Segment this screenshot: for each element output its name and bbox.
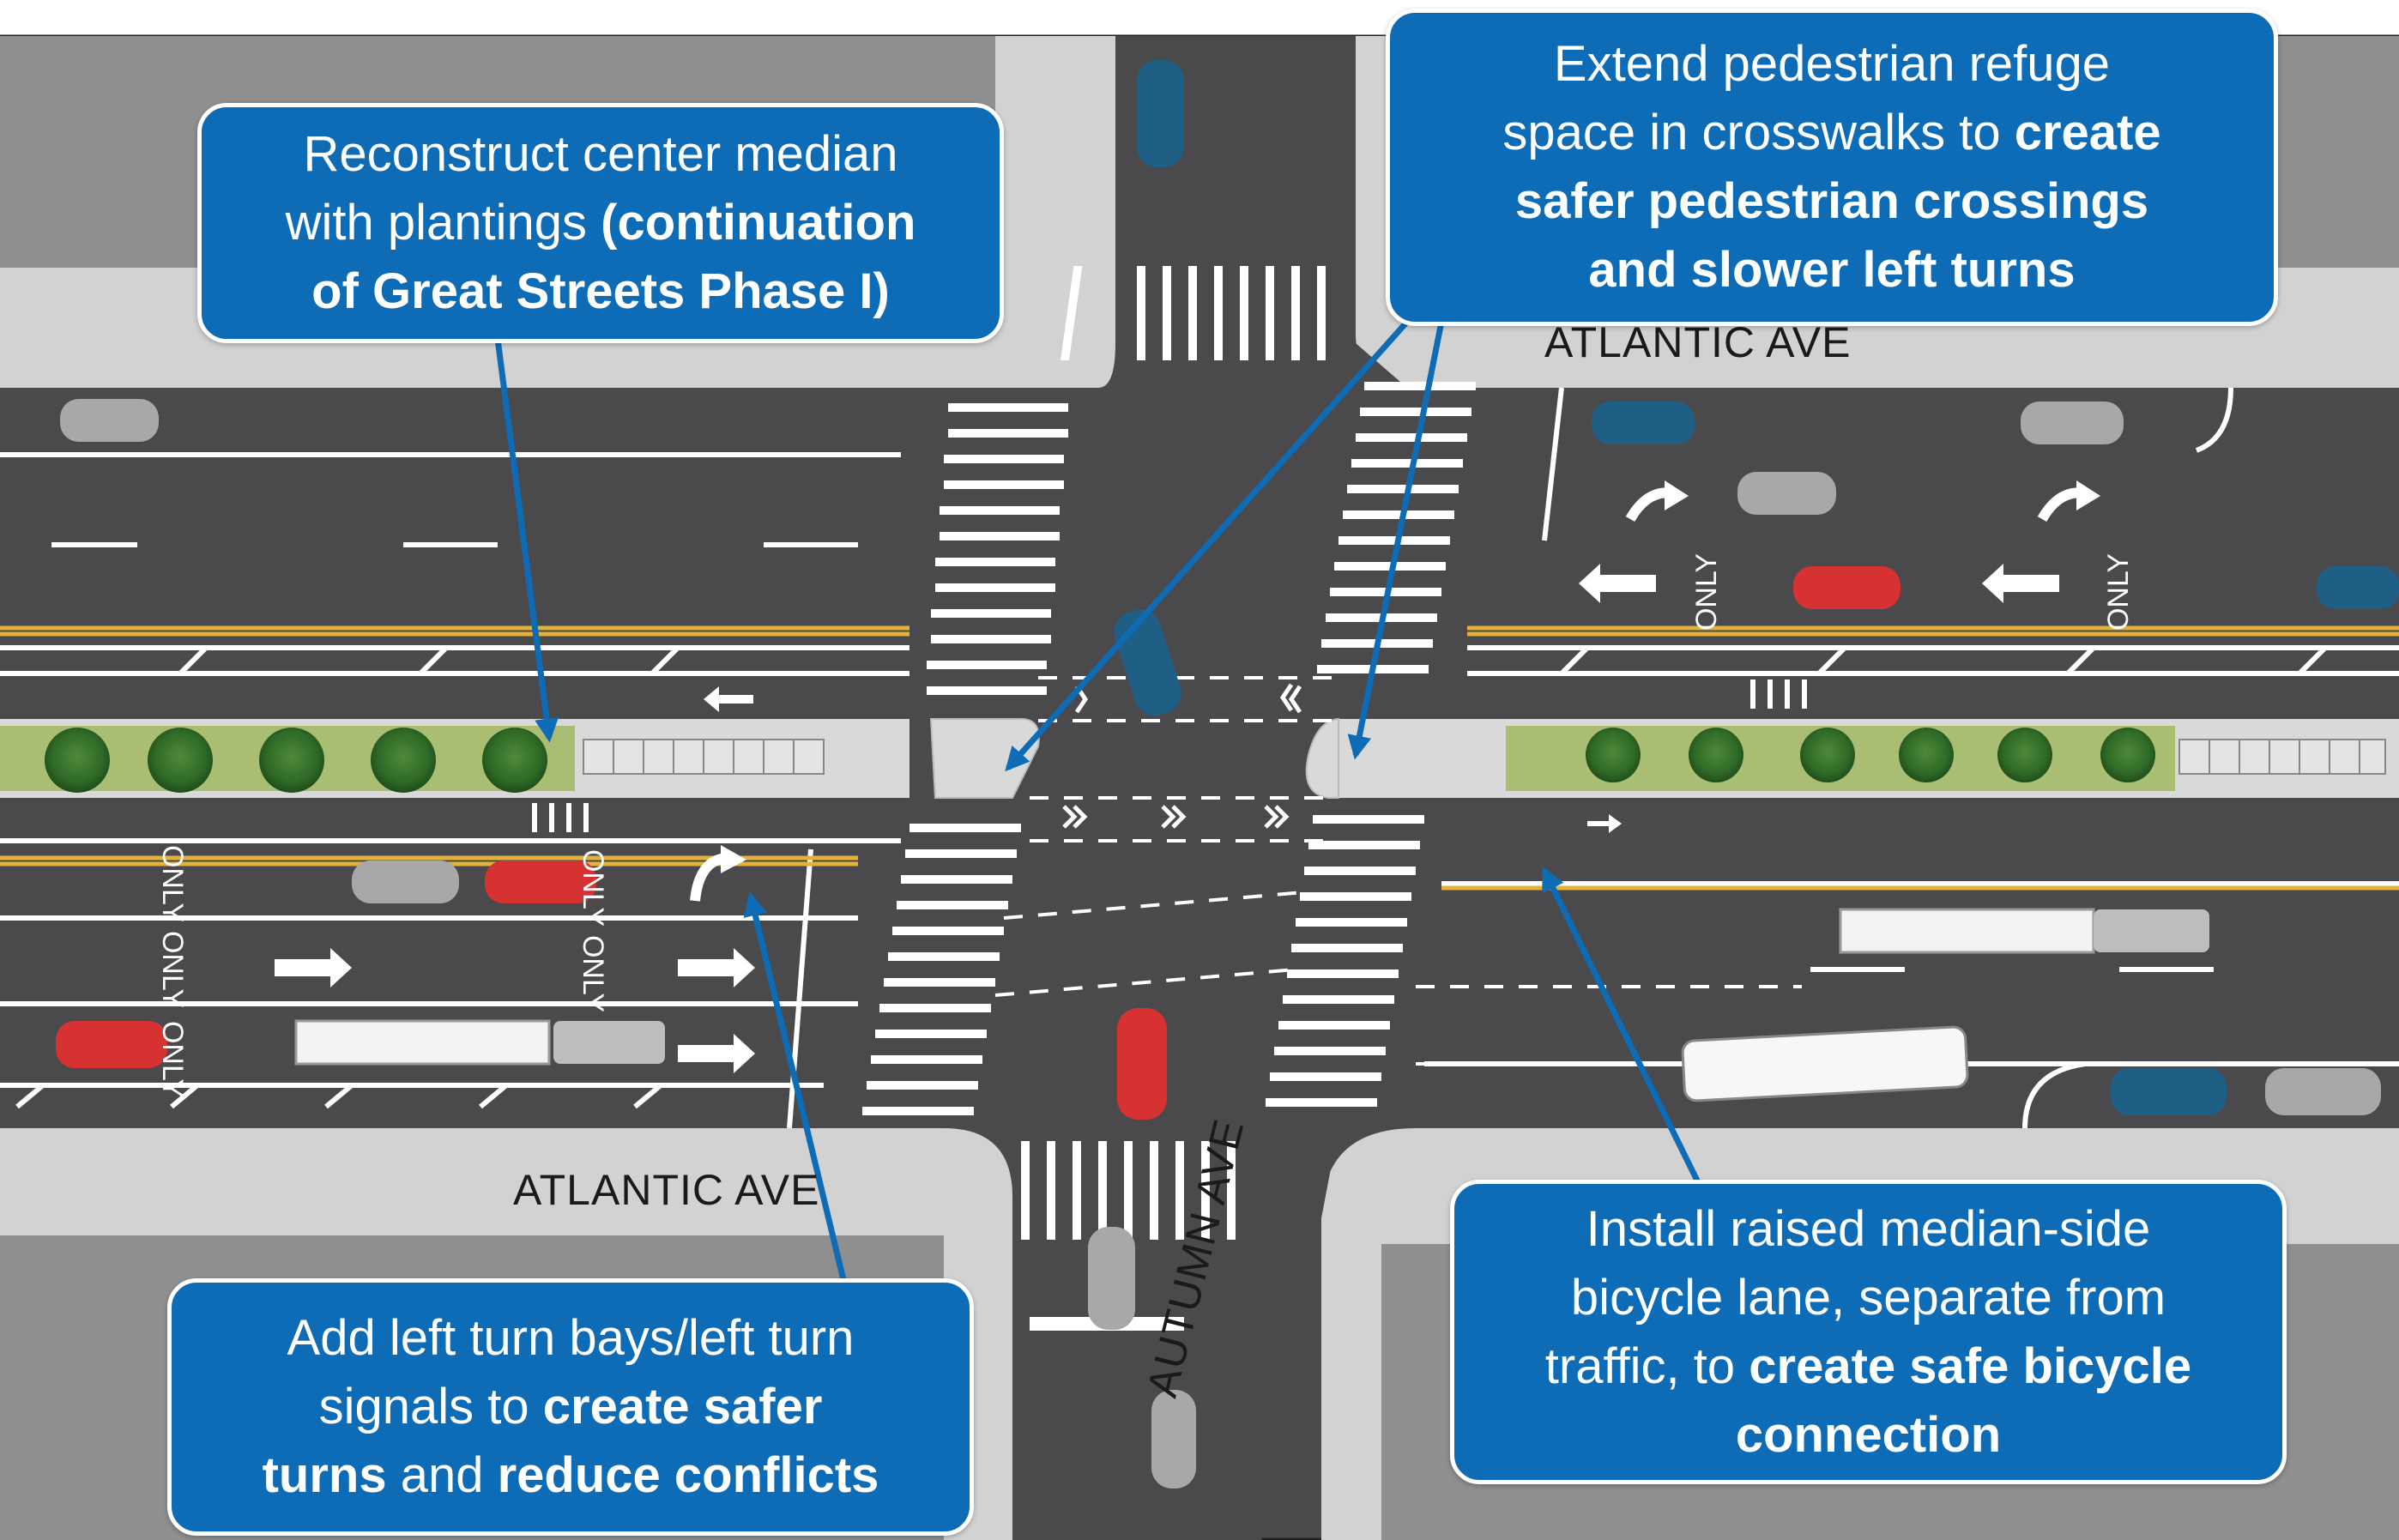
callout-left-turn-bays: Add left turn bays/left turn signals to … — [167, 1278, 974, 1536]
pavement-arrows — [275, 564, 2059, 1073]
callout-text: signals to — [318, 1379, 543, 1434]
pavement-only-marking: ONLY — [156, 931, 189, 1008]
car-blue — [1592, 402, 1695, 444]
callout-text: Install raised median-side — [1586, 1200, 2151, 1257]
car-blue — [2317, 566, 2399, 609]
sidewalk-sw — [0, 1128, 1012, 1540]
car-gray — [1737, 472, 1836, 515]
car-blue — [2111, 1068, 2227, 1115]
pavement-only-marking: ONLY — [577, 849, 609, 927]
pavement-only-marking: ONLY — [1690, 553, 1723, 631]
car-gray — [1151, 1390, 1196, 1489]
truck-trailer — [1839, 908, 2095, 954]
callout-text-bold: turns — [262, 1447, 387, 1503]
street-label-atlantic-south: ATLANTIC AVE — [513, 1166, 820, 1214]
car-gray — [60, 399, 159, 442]
callout-text-bold: safer pedestrian crossings — [1514, 173, 2149, 229]
buffer-hatches — [15, 645, 2328, 1109]
callout-pedestrian-refuge: Extend pedestrian refuge space in crossw… — [1386, 9, 2278, 326]
callout-center-median: Reconstruct center median with plantings… — [197, 103, 1004, 343]
truck-cab — [2094, 909, 2209, 952]
crosswalk-west — [862, 403, 1068, 1115]
callout-text: bicycle lane, separate from — [1570, 1269, 2166, 1326]
bike-box-hatches — [532, 679, 1807, 832]
crosswalk-north — [1060, 266, 1326, 360]
callout-text-bold: connection — [1735, 1406, 2002, 1463]
street-label-atlantic-north: ATLANTIC AVE — [1544, 318, 1852, 366]
car-gray — [1088, 1227, 1135, 1330]
callout-text-bold: (continuation — [601, 195, 916, 251]
pavement-only-marking: ONLY — [156, 1021, 189, 1098]
callout-text-bold: of Great Streets Phase I) — [311, 263, 890, 319]
callout-text: space in crosswalks to — [1502, 105, 2015, 160]
bus — [1681, 1025, 1969, 1102]
callout-text-bold: create safe bicycle — [1749, 1338, 2192, 1394]
refuge-island-east — [1305, 717, 1339, 799]
car-gray — [352, 861, 459, 903]
callout-text: Extend pedestrian refuge — [1553, 36, 2111, 92]
turn-arrowheads — [721, 480, 2100, 873]
lane-markings — [0, 387, 2399, 1129]
car-red — [56, 1021, 167, 1068]
callout-bicycle-lane: Install raised median-side bicycle lane,… — [1450, 1180, 2287, 1484]
callout-pointers — [494, 319, 1702, 1288]
vehicles — [56, 60, 2399, 1489]
median-trees-west — [45, 728, 547, 793]
pavement-only-marking: ONLY — [156, 845, 189, 922]
car-blue — [1137, 60, 1184, 167]
truck-cab — [553, 1021, 665, 1064]
callout-text-bold: create safer — [542, 1379, 823, 1434]
refuge-island-west — [929, 718, 1040, 799]
truck-trailer — [294, 1019, 551, 1066]
car-gray — [2021, 402, 2124, 444]
callout-text-bold: reduce conflicts — [497, 1447, 879, 1503]
car-red — [1117, 1008, 1167, 1120]
callout-text: Reconstruct center median — [303, 126, 898, 182]
callout-text-bold: create — [2014, 105, 2161, 160]
pavement-only-marking: ONLY — [2102, 553, 2135, 631]
callout-text: with plantings — [285, 195, 601, 251]
median-pavers — [583, 739, 2386, 775]
car-red — [1793, 566, 1900, 609]
callout-text: and — [386, 1447, 498, 1503]
median-trees-east — [1586, 728, 2155, 782]
callout-text-bold: and slower left turns — [1588, 242, 2076, 298]
callout-text: traffic, to — [1544, 1338, 1749, 1394]
callout-text: Add left turn bays/left turn — [287, 1310, 855, 1366]
bike-chevrons — [1062, 683, 1302, 829]
car-gray — [2265, 1068, 2381, 1115]
car-blue — [1114, 609, 1181, 716]
pavement-only-marking: ONLY — [577, 935, 609, 1012]
car-red — [485, 861, 596, 903]
